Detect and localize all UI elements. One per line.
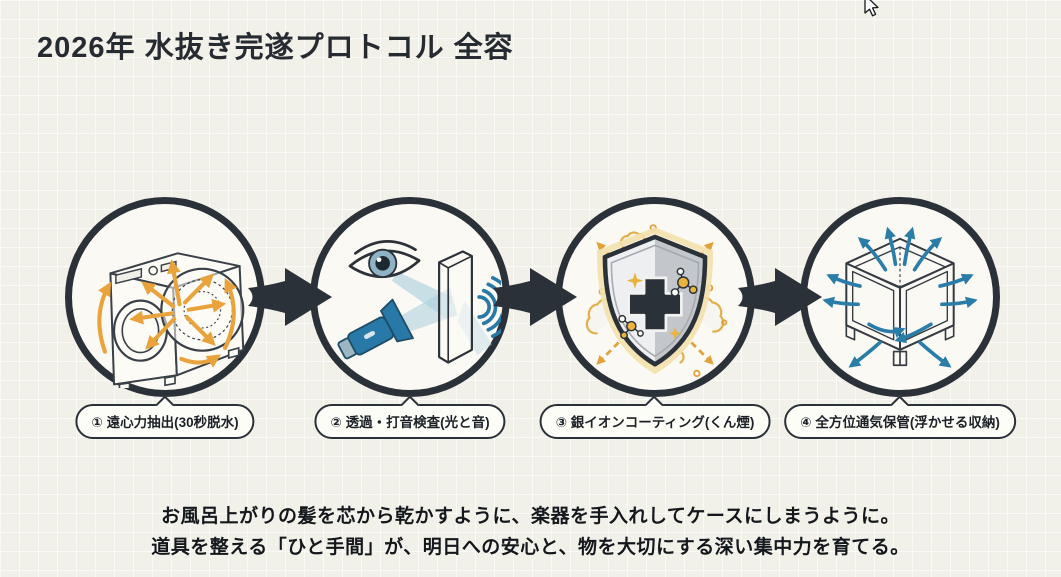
step-1-label: ① 遠心力抽出(30秒脱水) bbox=[91, 415, 239, 430]
mouse-cursor-icon bbox=[864, 0, 879, 17]
light-sound-inspection-icon bbox=[337, 240, 501, 364]
silver-ion-shield-icon bbox=[585, 224, 728, 378]
step-2-label-bubble: ② 透過・打音検査(光と音) bbox=[314, 395, 506, 439]
footer-message: お風呂上がりの髪を芯から乾かすように、楽器を手入れしてケースにしまうように。 道… bbox=[0, 501, 1061, 563]
step-1-circle bbox=[65, 197, 265, 397]
washing-machine-spin-icon bbox=[97, 252, 245, 388]
flow-arrow-2-icon bbox=[493, 268, 577, 326]
flow-arrow-3-icon bbox=[738, 268, 822, 326]
step-3-circle bbox=[555, 197, 755, 397]
flow-arrow-1-icon bbox=[248, 268, 332, 326]
step-4-label: ④ 全方位通気保管(浮かせる収納) bbox=[800, 415, 1000, 430]
ventilated-cube-icon bbox=[822, 226, 978, 368]
step-2-label: ② 透過・打音検査(光と音) bbox=[330, 415, 490, 430]
page-title: 2026年 水抜き完遂プロトコル 全容 bbox=[37, 32, 514, 64]
bubble-pointer bbox=[890, 395, 909, 414]
step-3-label-bubble: ③ 銀イオンコーティング(くん煙) bbox=[539, 395, 771, 439]
footer-line-1: お風呂上がりの髪を芯から乾かすように、楽器を手入れしてケースにしまうように。 bbox=[161, 506, 900, 527]
bubble-pointer bbox=[400, 395, 419, 414]
step-1-label-bubble: ① 遠心力抽出(30秒脱水) bbox=[75, 395, 255, 439]
step-3-label: ③ 銀イオンコーティング(くん煙) bbox=[555, 415, 755, 430]
step-4-label-bubble: ④ 全方位通気保管(浮かせる収納) bbox=[784, 395, 1016, 439]
bubble-pointer bbox=[155, 395, 174, 414]
bubble-pointer bbox=[645, 395, 664, 414]
step-4-circle bbox=[800, 197, 1000, 397]
footer-line-2: 道具を整える「ひと手間」が、明日への安心と、物を大切にする深い集中力を育てる。 bbox=[151, 537, 910, 558]
step-2-circle bbox=[310, 197, 510, 397]
